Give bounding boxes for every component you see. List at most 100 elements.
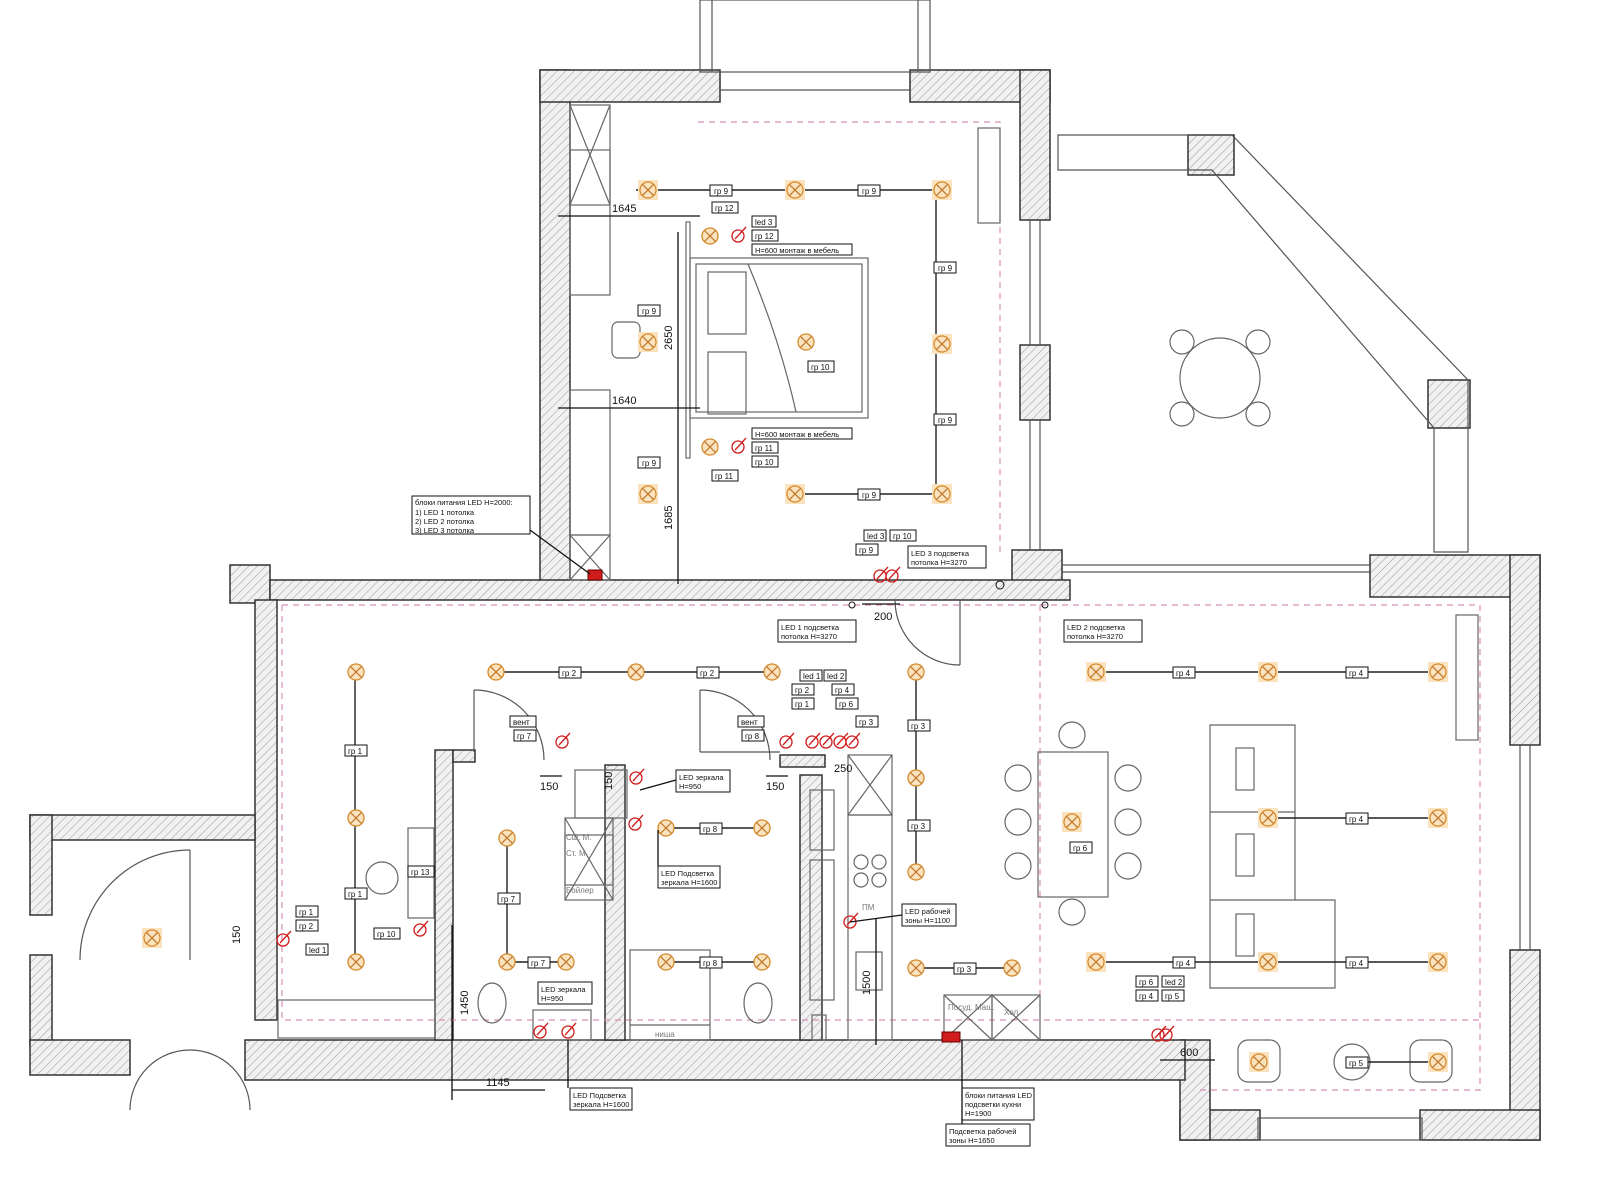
label-box: гр 10 xyxy=(807,360,835,373)
label-box: гр 4 xyxy=(831,683,855,696)
label-box: гр 9 xyxy=(933,261,957,274)
psu-box xyxy=(587,569,603,581)
label-box: гр 4 xyxy=(1345,956,1369,969)
label-box: гр 10 xyxy=(373,927,401,940)
label-box: гр 4 xyxy=(1172,666,1196,679)
label-box: гр 5 xyxy=(1345,1056,1369,1069)
switch xyxy=(628,814,644,831)
mirror-note-1: LED зеркала H=950 xyxy=(675,769,731,793)
label-box: гр 2 xyxy=(696,666,720,679)
label-box: гр 3 xyxy=(855,715,879,728)
svg-text:гр 3: гр 3 xyxy=(859,718,874,727)
label-box: гр 7 xyxy=(497,892,521,905)
label-box: гр 5 xyxy=(1161,989,1185,1002)
lamp xyxy=(627,663,645,681)
label-box: гр 9 xyxy=(855,543,879,556)
label-box: гр 4 xyxy=(1345,812,1369,825)
svg-text:гр 6: гр 6 xyxy=(1139,978,1154,987)
label-box: гр 3 xyxy=(907,819,931,832)
label-box: гр 12 xyxy=(711,201,739,214)
lamp xyxy=(1003,959,1021,977)
svg-text:гр 12: гр 12 xyxy=(755,232,774,241)
lamp xyxy=(1257,661,1279,683)
lamp xyxy=(797,333,815,351)
switch xyxy=(845,732,861,749)
svg-text:потолка H=3270: потолка H=3270 xyxy=(911,558,967,567)
svg-text:гр 11: гр 11 xyxy=(755,444,773,453)
switch xyxy=(779,732,795,749)
dishwasher-label: Посуд. Маш. xyxy=(948,1003,995,1012)
label-box: H=600 монтаж в мебель xyxy=(751,427,853,440)
lamp xyxy=(784,179,806,201)
washer-label: Сш. М. xyxy=(566,833,592,842)
outlet-icon xyxy=(848,601,856,609)
switch xyxy=(629,768,645,785)
mirror-backlight-note-2: LED Подсветка зеркала H=1600 xyxy=(569,1087,633,1111)
svg-text:гр 7: гр 7 xyxy=(531,959,546,968)
svg-text:LED 3 подсветка: LED 3 подсветка xyxy=(911,549,970,558)
lamp xyxy=(907,663,925,681)
label-box: led 3 xyxy=(751,215,777,228)
switch xyxy=(805,732,821,749)
label-box: гр 4 xyxy=(1345,666,1369,679)
label-box: гр 1 xyxy=(295,905,319,918)
outlet-icon xyxy=(1041,601,1049,609)
svg-text:1) LED 1 потолка: 1) LED 1 потолка xyxy=(415,508,475,517)
svg-text:блоки питания LED H=2000:: блоки питания LED H=2000: xyxy=(415,498,513,507)
lamp xyxy=(753,819,771,837)
label-box: гр 10 xyxy=(889,529,917,542)
lamp xyxy=(637,483,659,505)
led-ceiling-contours xyxy=(281,121,1481,1091)
label-box: гр 10 xyxy=(751,455,779,468)
svg-text:потолка H=3270: потолка H=3270 xyxy=(1067,632,1123,641)
svg-text:гр 13: гр 13 xyxy=(411,868,430,877)
svg-text:гр 6: гр 6 xyxy=(839,700,854,709)
label-box: гр 6 xyxy=(1069,841,1093,854)
label-box: led 2 xyxy=(1161,975,1185,988)
boiler-label: Бойлер xyxy=(566,886,594,895)
svg-text:LED зеркала: LED зеркала xyxy=(541,985,586,994)
svg-text:H=600 монтаж в мебель: H=600 монтаж в мебель xyxy=(755,430,839,439)
svg-text:гр 1: гр 1 xyxy=(795,700,810,709)
dim-150-a: 150 xyxy=(540,781,558,793)
mirror-backlight-note-1: LED Подсветка зеркала H=1600 xyxy=(657,865,721,889)
label-box: гр 9 xyxy=(857,488,881,501)
lamp xyxy=(907,769,925,787)
switch xyxy=(555,732,571,749)
switch xyxy=(533,1022,549,1039)
svg-text:гр 2: гр 2 xyxy=(299,922,314,931)
svg-text:гр 7: гр 7 xyxy=(517,732,532,741)
svg-text:зоны H=1100: зоны H=1100 xyxy=(905,916,950,925)
label-box: вент xyxy=(509,715,537,728)
svg-text:гр 5: гр 5 xyxy=(1349,1059,1364,1068)
lamp xyxy=(637,179,659,201)
svg-text:гр 7: гр 7 xyxy=(501,895,516,904)
label-box: гр 6 xyxy=(1135,975,1159,988)
dim-250: 250 xyxy=(834,763,852,775)
svg-text:3) LED 3 потолка: 3) LED 3 потолка xyxy=(415,526,475,535)
lamp xyxy=(487,663,505,681)
lamp xyxy=(931,483,953,505)
lamp xyxy=(753,953,771,971)
svg-text:гр 8: гр 8 xyxy=(703,959,718,968)
svg-text:гр 1: гр 1 xyxy=(299,908,314,917)
outlet-icon xyxy=(995,580,1005,590)
svg-text:гр 4: гр 4 xyxy=(1176,669,1191,678)
dim-1640: 1640 xyxy=(612,395,636,407)
label-box: гр 11 xyxy=(751,441,779,454)
fridge-label: Хол. xyxy=(1004,1008,1020,1017)
switch xyxy=(561,1022,577,1039)
svg-text:гр 5: гр 5 xyxy=(1165,992,1180,1001)
svg-text:гр 8: гр 8 xyxy=(745,732,760,741)
label-box: гр 3 xyxy=(907,719,931,732)
dim-1500: 1500 xyxy=(861,971,873,995)
svg-text:гр 9: гр 9 xyxy=(938,416,953,425)
switch xyxy=(276,930,292,947)
svg-text:гр 10: гр 10 xyxy=(811,363,830,372)
dryer-label: Ст. М. xyxy=(566,849,588,858)
lamp xyxy=(907,959,925,977)
svg-text:гр 8: гр 8 xyxy=(703,825,718,834)
lamp xyxy=(141,927,163,949)
switch xyxy=(843,912,859,929)
svg-text:гр 4: гр 4 xyxy=(1139,992,1154,1001)
